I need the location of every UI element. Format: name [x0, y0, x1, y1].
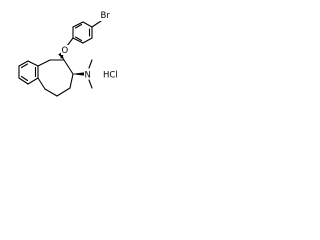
bond	[27, 60, 39, 67]
bond	[44, 88, 58, 97]
stereo-wedge-bond	[72, 72, 85, 76]
bond	[72, 37, 84, 44]
nitrogen-label: N	[85, 71, 91, 81]
dimethylamino-group	[88, 59, 93, 89]
hydrochloride-label: HCl	[103, 71, 118, 81]
bromine-label: Br	[101, 11, 111, 21]
bond	[88, 79, 93, 89]
bond	[74, 23, 83, 29]
bond	[20, 63, 29, 69]
bond	[20, 75, 29, 82]
stereo-wedge-bond	[58, 52, 65, 61]
oxygen-label: O	[62, 46, 69, 56]
bond	[66, 37, 74, 47]
bond	[72, 21, 84, 28]
bond	[69, 73, 74, 89]
bond	[27, 77, 39, 85]
bond	[82, 37, 93, 44]
bond	[18, 77, 29, 85]
bond	[88, 59, 93, 69]
chemical-structure: Br O N HCl	[18, 10, 118, 97]
cycloheptane-ring	[37, 59, 74, 97]
bond	[91, 20, 102, 28]
bond	[37, 77, 46, 90]
bond	[37, 59, 51, 67]
bond	[63, 59, 74, 75]
bromophenyl-ring	[72, 20, 102, 44]
bond	[18, 60, 29, 67]
benzo-ring	[18, 60, 39, 85]
bond	[82, 21, 93, 28]
bond	[74, 36, 83, 42]
bond	[56, 87, 71, 97]
